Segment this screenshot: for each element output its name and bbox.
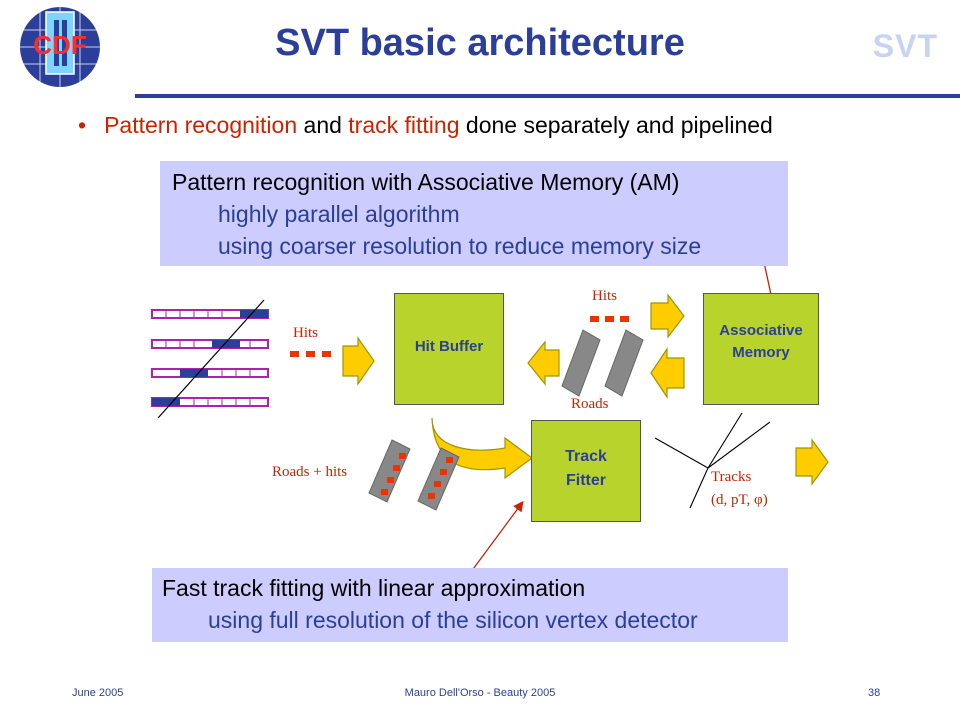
silicon-layers	[151, 299, 269, 419]
assoc-label-2: Memory	[732, 344, 790, 361]
bullet-line: • Pattern recognition and track fitting d…	[78, 112, 773, 139]
footer-date: June 2005	[72, 687, 124, 699]
svt-brand: SVT	[872, 28, 938, 64]
bullet-part-3: track fitting	[348, 112, 460, 138]
am-callout-box: Pattern recognition with Associative Mem…	[160, 161, 788, 266]
am-line-1: Pattern recognition with Associative Mem…	[172, 169, 680, 195]
page-title: SVT basic architecture	[275, 22, 685, 64]
am-line-2: highly parallel algorithm	[218, 201, 460, 227]
label-track-params: (d, pT, φ)	[711, 492, 768, 508]
track-fitter-block: Track Fitter	[531, 420, 641, 522]
label-hits-top: Hits	[592, 288, 618, 304]
label-hits-left: Hits	[293, 325, 319, 341]
bullet-part-1: Pattern recognition	[104, 112, 298, 138]
associative-memory-block: Associative Memory	[703, 293, 819, 405]
hit-buffer-block: Hit Buffer	[394, 293, 504, 405]
footer-author: Mauro Dell'Orso - Beauty 2005	[404, 687, 556, 699]
fitter-label-2: Fitter	[566, 472, 606, 489]
label-roads: Roads	[571, 396, 609, 412]
bullet-part-2: and	[297, 112, 349, 138]
label-roads-hits: Roads + hits	[272, 464, 348, 480]
hit-buffer-label: Hit Buffer	[414, 338, 484, 355]
title-rule	[135, 94, 960, 98]
bullet-dot: •	[78, 112, 87, 138]
assoc-label-1: Associative	[719, 322, 803, 339]
footer-page-number: 38	[868, 687, 881, 699]
bullet-part-4: done separately and pipelined	[459, 112, 773, 138]
fitter-label-1: Track	[565, 448, 607, 465]
label-tracks: Tracks	[711, 469, 752, 485]
fit-line-1: Fast track fitting with linear approxima…	[162, 575, 586, 601]
am-line-3: using coarser resolution to reduce memor…	[218, 233, 702, 259]
logo-text: CDF	[33, 30, 87, 60]
fit-callout-box: Fast track fitting with linear approxima…	[152, 568, 788, 642]
fit-line-2: using full resolution of the silicon ver…	[208, 607, 698, 633]
